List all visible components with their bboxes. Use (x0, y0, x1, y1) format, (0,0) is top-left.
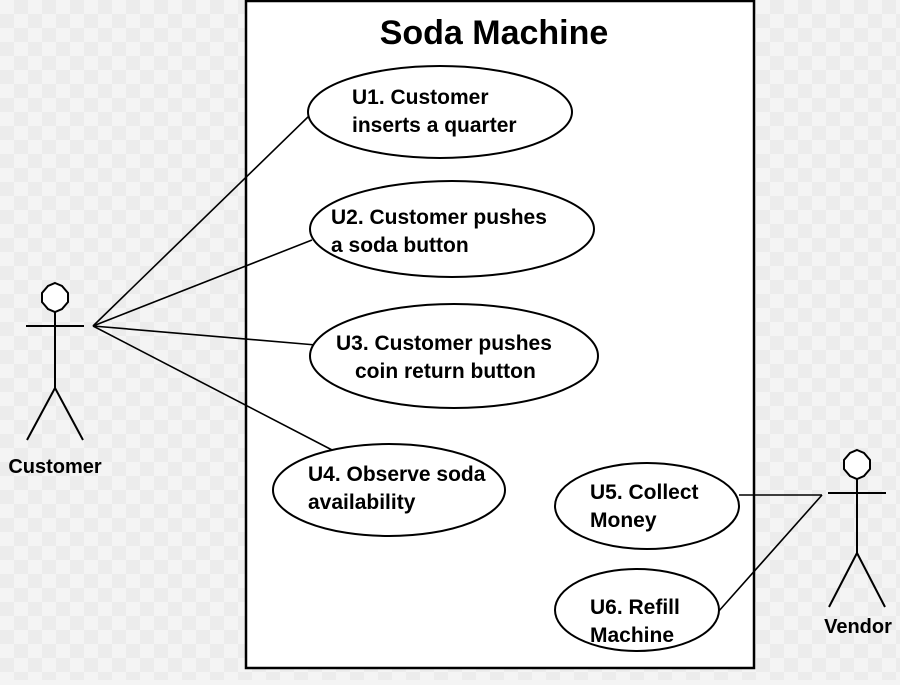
vendor-head-icon (843, 448, 871, 481)
use-case-u2-line2: a soda button (331, 234, 469, 257)
use-case-u2 (309, 180, 595, 278)
use-case-u5-line2: Money (590, 509, 657, 532)
customer-associations (92, 114, 335, 452)
customer-actor (26, 281, 84, 441)
use-case-u6-line2: Machine (590, 624, 674, 647)
association-customer-u1 (92, 114, 311, 327)
use-case-labels: U1. Customer inserts a quarter U2. Custo… (308, 86, 699, 647)
vendor-associations (717, 494, 823, 613)
customer-left-leg (26, 387, 56, 441)
vendor-actor (828, 448, 886, 608)
association-customer-u4 (92, 325, 335, 452)
vendor-right-leg (856, 552, 886, 608)
association-customer-u2 (92, 239, 313, 327)
vendor-left-leg (828, 552, 858, 608)
use-case-u4-line1: U4. Observe soda (308, 463, 486, 486)
system-title: Soda Machine (380, 14, 609, 52)
association-vendor-u6 (717, 494, 823, 613)
vendor-label: Vendor (824, 616, 892, 638)
use-case-u1-line2: inserts a quarter (352, 114, 517, 137)
use-case-u1 (307, 65, 573, 159)
use-case-u5 (554, 462, 740, 550)
use-case-u3 (309, 303, 599, 409)
use-case-u1-line1: U1. Customer (352, 86, 489, 109)
customer-label: Customer (8, 456, 102, 478)
use-case-u6-line1: U6. Refill (590, 596, 680, 619)
customer-right-leg (54, 387, 84, 441)
association-customer-u3 (92, 325, 317, 346)
use-case-u2-line1: U2. Customer pushes (331, 206, 547, 229)
use-case-u6 (554, 568, 720, 652)
use-case-u3-line1: U3. Customer pushes (336, 332, 552, 355)
use-case-u3-line2: coin return button (355, 360, 536, 383)
use-case-u4 (272, 443, 506, 537)
use-cases (272, 65, 740, 652)
use-case-u5-line1: U5. Collect (590, 481, 699, 504)
use-case-u4-line2: availability (308, 491, 416, 514)
customer-head-icon (41, 281, 69, 314)
